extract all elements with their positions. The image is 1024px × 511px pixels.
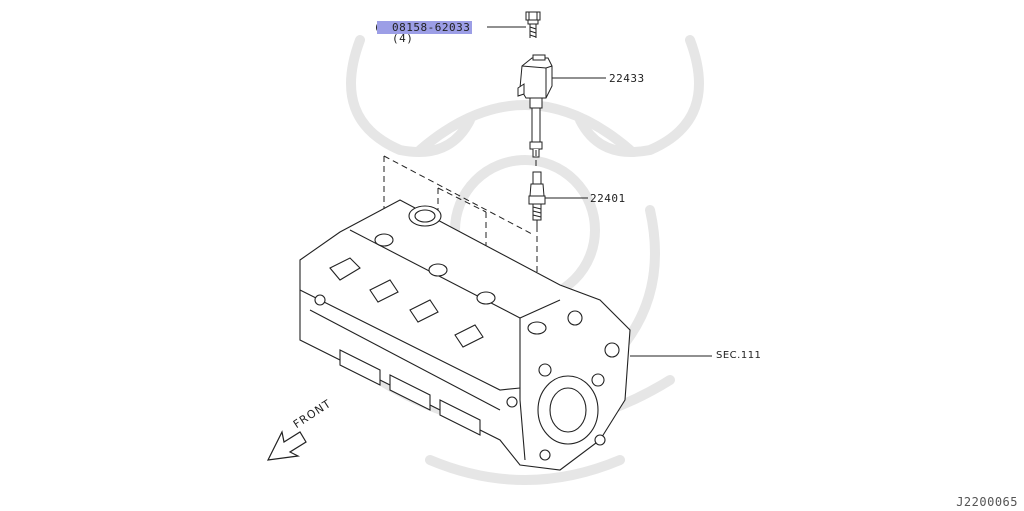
cylinder-head-callout[interactable]: SEC.111 <box>716 350 762 361</box>
cylinder-head[interactable] <box>299 199 631 471</box>
ignition-coil-callout[interactable]: 22433 <box>609 72 645 85</box>
diagram-reference: J2200065 <box>956 495 1018 509</box>
bolt-part-number[interactable]: 08158-62033 <box>377 21 473 34</box>
bolt-icon[interactable] <box>525 11 541 38</box>
bolt-quantity: (4) <box>392 32 414 45</box>
spark-plug-callout[interactable]: 22401 <box>590 192 626 205</box>
front-arrow-icon <box>266 430 307 461</box>
spark-plug-icon[interactable] <box>528 171 546 226</box>
ignition-coil-icon[interactable] <box>517 54 553 158</box>
